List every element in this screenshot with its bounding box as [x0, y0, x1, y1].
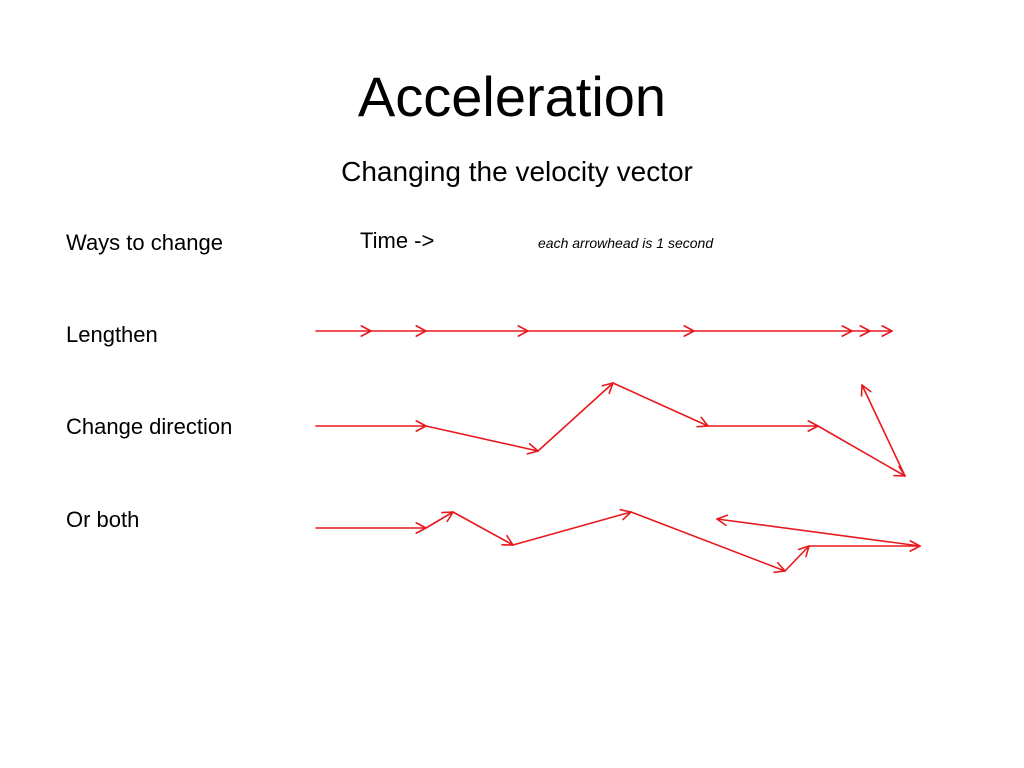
lengthen-arrow-7 — [869, 325, 893, 337]
direction-arrow-1 — [315, 420, 427, 432]
lengthen-arrow-4 — [527, 325, 695, 337]
change-direction-label: Change direction — [66, 414, 233, 439]
both-arrow-3 — [452, 511, 514, 546]
both-arrow-6 — [784, 545, 810, 572]
direction-arrow-2 — [425, 425, 539, 455]
direction-arrow-7 — [860, 384, 906, 477]
lengthen-arrow-3 — [425, 325, 529, 337]
lengthen-arrow-5 — [693, 325, 853, 337]
lengthen-label: Lengthen — [66, 322, 158, 347]
change-direction-vector-row — [315, 382, 906, 477]
both-arrow-1 — [315, 522, 427, 534]
direction-arrow-6 — [817, 425, 906, 477]
lengthen-arrow-1 — [315, 325, 372, 337]
or-both-label: Or both — [66, 507, 140, 532]
lengthen-arrow-6 — [851, 325, 871, 337]
arrowhead-note: each arrowhead is 1 second — [538, 235, 714, 251]
direction-arrow-4 — [612, 382, 709, 428]
both-arrow-2 — [425, 511, 454, 529]
both-arrow-7 — [808, 540, 921, 552]
direction-arrow-3 — [537, 382, 614, 452]
or-both-vector-row — [315, 508, 921, 574]
time-label: Time -> — [360, 228, 435, 253]
direction-arrow-5 — [707, 420, 819, 432]
slide-title: Acceleration — [357, 65, 667, 128]
both-arrow-8 — [716, 514, 921, 547]
lengthen-vector-row — [315, 325, 893, 337]
lengthen-arrow-2 — [370, 325, 427, 337]
slide-subtitle: Changing the velocity vector — [341, 156, 693, 187]
both-arrow-4 — [512, 508, 632, 546]
both-arrow-5 — [630, 511, 786, 574]
ways-to-change-label: Ways to change — [66, 230, 223, 255]
